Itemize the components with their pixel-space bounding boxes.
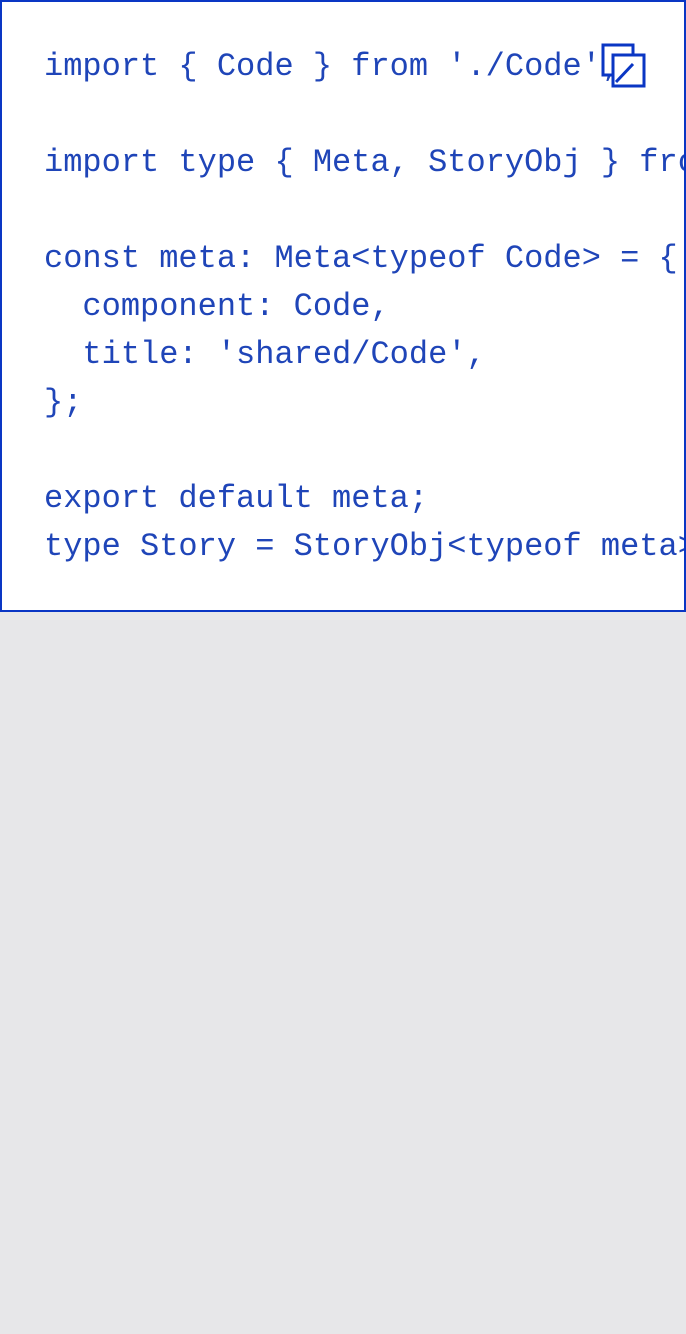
code-line: export default meta;: [44, 480, 429, 517]
code-line: title: 'shared/Code',: [44, 336, 486, 373]
code-line: import type { Meta, StoryObj } from '@st…: [44, 144, 684, 181]
code-line: [44, 187, 684, 235]
code-line: const meta: Meta<typeof Code> = {: [44, 240, 678, 277]
copy-icon: [601, 43, 646, 88]
code-block: import { Code } from './Code'; import typ…: [0, 0, 686, 612]
code-line: component: Code,: [44, 288, 390, 325]
copy-code-button[interactable]: [600, 42, 648, 90]
code-line: [44, 427, 684, 475]
code-line: import { Code } from './Code';: [44, 48, 621, 85]
code-line: [44, 91, 684, 139]
code-content: import { Code } from './Code'; import typ…: [44, 43, 686, 571]
code-line: type Story = StoryObj<typeof meta>;: [44, 528, 686, 565]
code-line: };: [44, 384, 83, 421]
